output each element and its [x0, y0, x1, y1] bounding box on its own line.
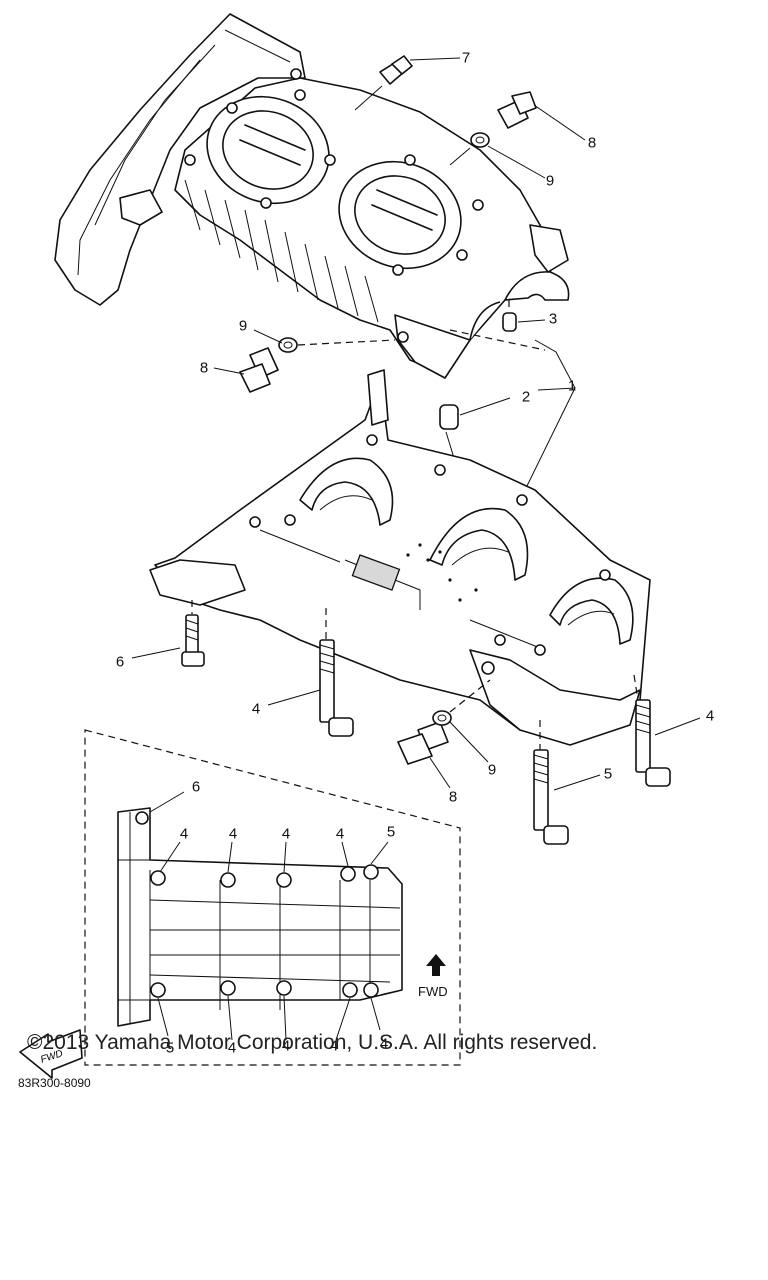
- callout-9: 9: [545, 172, 555, 190]
- part-5-bolt: [533, 720, 601, 845]
- callout-9: 9: [487, 761, 497, 779]
- inset-callout-4: 4: [335, 825, 345, 843]
- part-8-bolt-middle: [213, 347, 279, 393]
- part-7-fitting: [354, 55, 461, 111]
- inset-callout-4: 4: [179, 825, 189, 843]
- part-6-bolt: [131, 600, 205, 667]
- part-9-washer-lower: [432, 679, 491, 763]
- inset-callout-4: 4: [329, 1037, 339, 1055]
- part-3-dowel: [502, 300, 546, 332]
- figure-code: 83R300-8090: [18, 1076, 91, 1090]
- inset-callout-4: 4: [281, 1037, 291, 1055]
- inset-bottom-view: [84, 729, 461, 1066]
- callout-2: 2: [521, 388, 531, 406]
- inset-callout-6: 6: [191, 778, 201, 796]
- callout-4: 4: [705, 707, 715, 725]
- callout-8: 8: [199, 359, 209, 377]
- copyright-notice: ©2013 Yamaha Motor Corporation, U.S.A. A…: [27, 1031, 598, 1054]
- callout-6: 6: [115, 653, 125, 671]
- callout-5: 5: [603, 765, 613, 783]
- fwd-label: FWD: [418, 984, 448, 999]
- inset-callout-5: 5: [386, 823, 396, 841]
- part-9-washer-upper: [449, 132, 546, 179]
- lower-crankcase: [149, 369, 651, 746]
- callout-4: 4: [251, 700, 261, 718]
- callout-8: 8: [448, 788, 458, 806]
- part-4-bolt-left: [267, 608, 354, 737]
- upper-crankcase: [54, 13, 570, 379]
- inset-callout-4: 4: [227, 1039, 237, 1057]
- inset-callout-4: 4: [281, 825, 291, 843]
- part-4-bolt-right: [633, 674, 701, 787]
- inset-callout-4: 4: [228, 825, 238, 843]
- part-9-washer-middle: [253, 329, 396, 353]
- callout-1: 1: [567, 377, 577, 395]
- callout-3: 3: [548, 310, 558, 328]
- inset-callout-4: 4: [379, 1035, 389, 1053]
- part-8-bolt-upper: [497, 91, 586, 141]
- callout-7: 7: [461, 49, 471, 67]
- callout-8: 8: [587, 134, 597, 152]
- part-8-bolt-lower: [397, 721, 451, 789]
- fwd-left-arrow-icon: FWD: [19, 1029, 83, 1079]
- inset-callout-5: 5: [165, 1039, 175, 1057]
- callout-9: 9: [238, 317, 248, 335]
- fwd-up-arrow-icon: [426, 954, 446, 976]
